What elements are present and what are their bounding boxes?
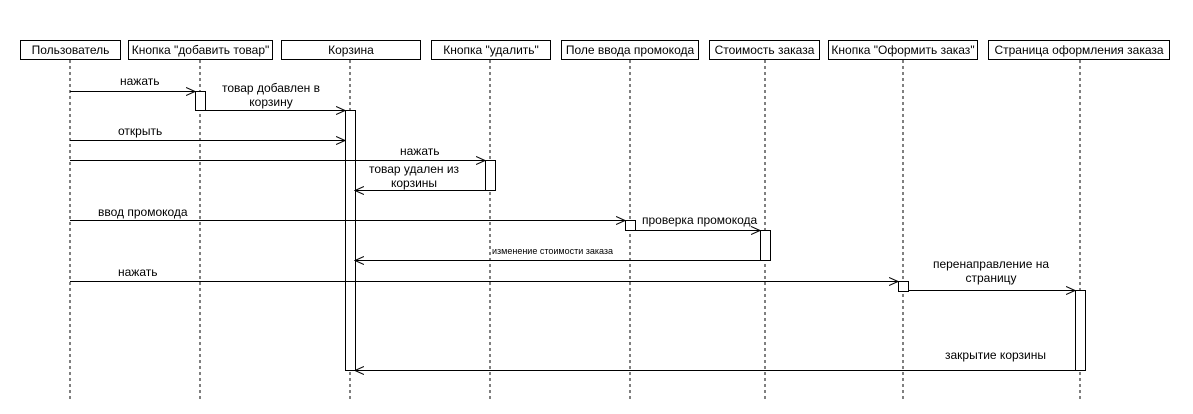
- message-label: нажать: [120, 74, 160, 88]
- participant-order-cost: Стоимость заказа: [709, 40, 820, 60]
- participant-delete-button: Кнопка "удалить": [431, 40, 551, 60]
- activation-bar: [760, 230, 771, 261]
- message-label: закрытие корзины: [945, 348, 1046, 362]
- participant-add-button: Кнопка "добавить товар": [128, 40, 273, 60]
- activation-bar: [1075, 290, 1086, 371]
- activation-bar: [345, 110, 356, 371]
- participant-checkout-button: Кнопка "Оформить заказ": [828, 40, 978, 60]
- message-label: нажать: [118, 265, 158, 279]
- participant-checkout-page: Страница оформления заказа: [988, 40, 1170, 60]
- message-label: проверка промокода: [642, 213, 758, 227]
- message-label: ввод промокода: [98, 205, 188, 219]
- message-label: товар добавлен в корзину: [221, 81, 320, 109]
- message-label: нажать: [400, 144, 440, 158]
- participant-cart: Корзина: [281, 40, 421, 60]
- message-label: изменение стоимости заказа: [492, 246, 614, 256]
- participant-promo-field: Поле ввода промокода: [561, 40, 699, 60]
- message-label: товар удален из корзины: [368, 162, 460, 190]
- message-label: перенаправление на страницу: [932, 257, 1050, 285]
- activation-bar: [898, 281, 909, 292]
- activation-bar: [625, 220, 636, 231]
- message-label: открыть: [118, 124, 163, 138]
- activation-bar: [195, 91, 206, 111]
- activation-bar: [485, 160, 496, 191]
- participant-user: Пользователь: [20, 40, 121, 60]
